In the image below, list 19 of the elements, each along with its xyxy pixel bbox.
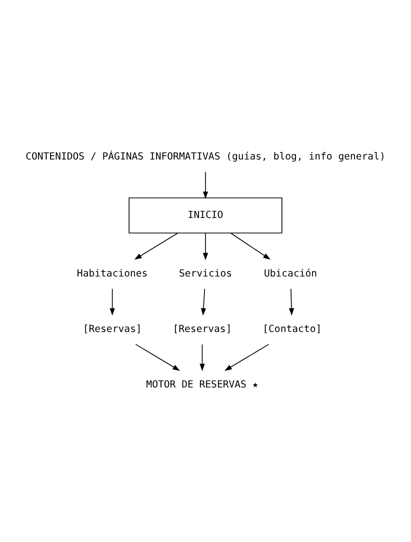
node-text: [Contacto] — [262, 324, 322, 335]
arrow — [202, 171, 208, 199]
node-text: Servicios — [178, 268, 232, 280]
arrow — [202, 232, 208, 260]
arrow — [230, 232, 270, 260]
node-text: CONTENIDOS / PÁGINAS INFORMATIVAS (guías, blog, info general) — [26, 152, 386, 163]
node-text: MOTOR DE RESERVAS ★ — [146, 380, 258, 391]
node-text: [Reservas] — [172, 324, 232, 335]
node-text: Ubicación — [264, 268, 318, 280]
arrow — [200, 288, 206, 316]
arrow — [134, 232, 178, 260]
arrow — [288, 288, 294, 316]
arrow — [200, 344, 205, 372]
node-text: [Reservas] — [82, 324, 142, 335]
arrow — [110, 288, 115, 316]
node-text: Habitaciones — [76, 268, 148, 280]
node-box: INICIO — [128, 197, 282, 234]
arrow — [224, 344, 270, 371]
arrow — [135, 344, 180, 371]
